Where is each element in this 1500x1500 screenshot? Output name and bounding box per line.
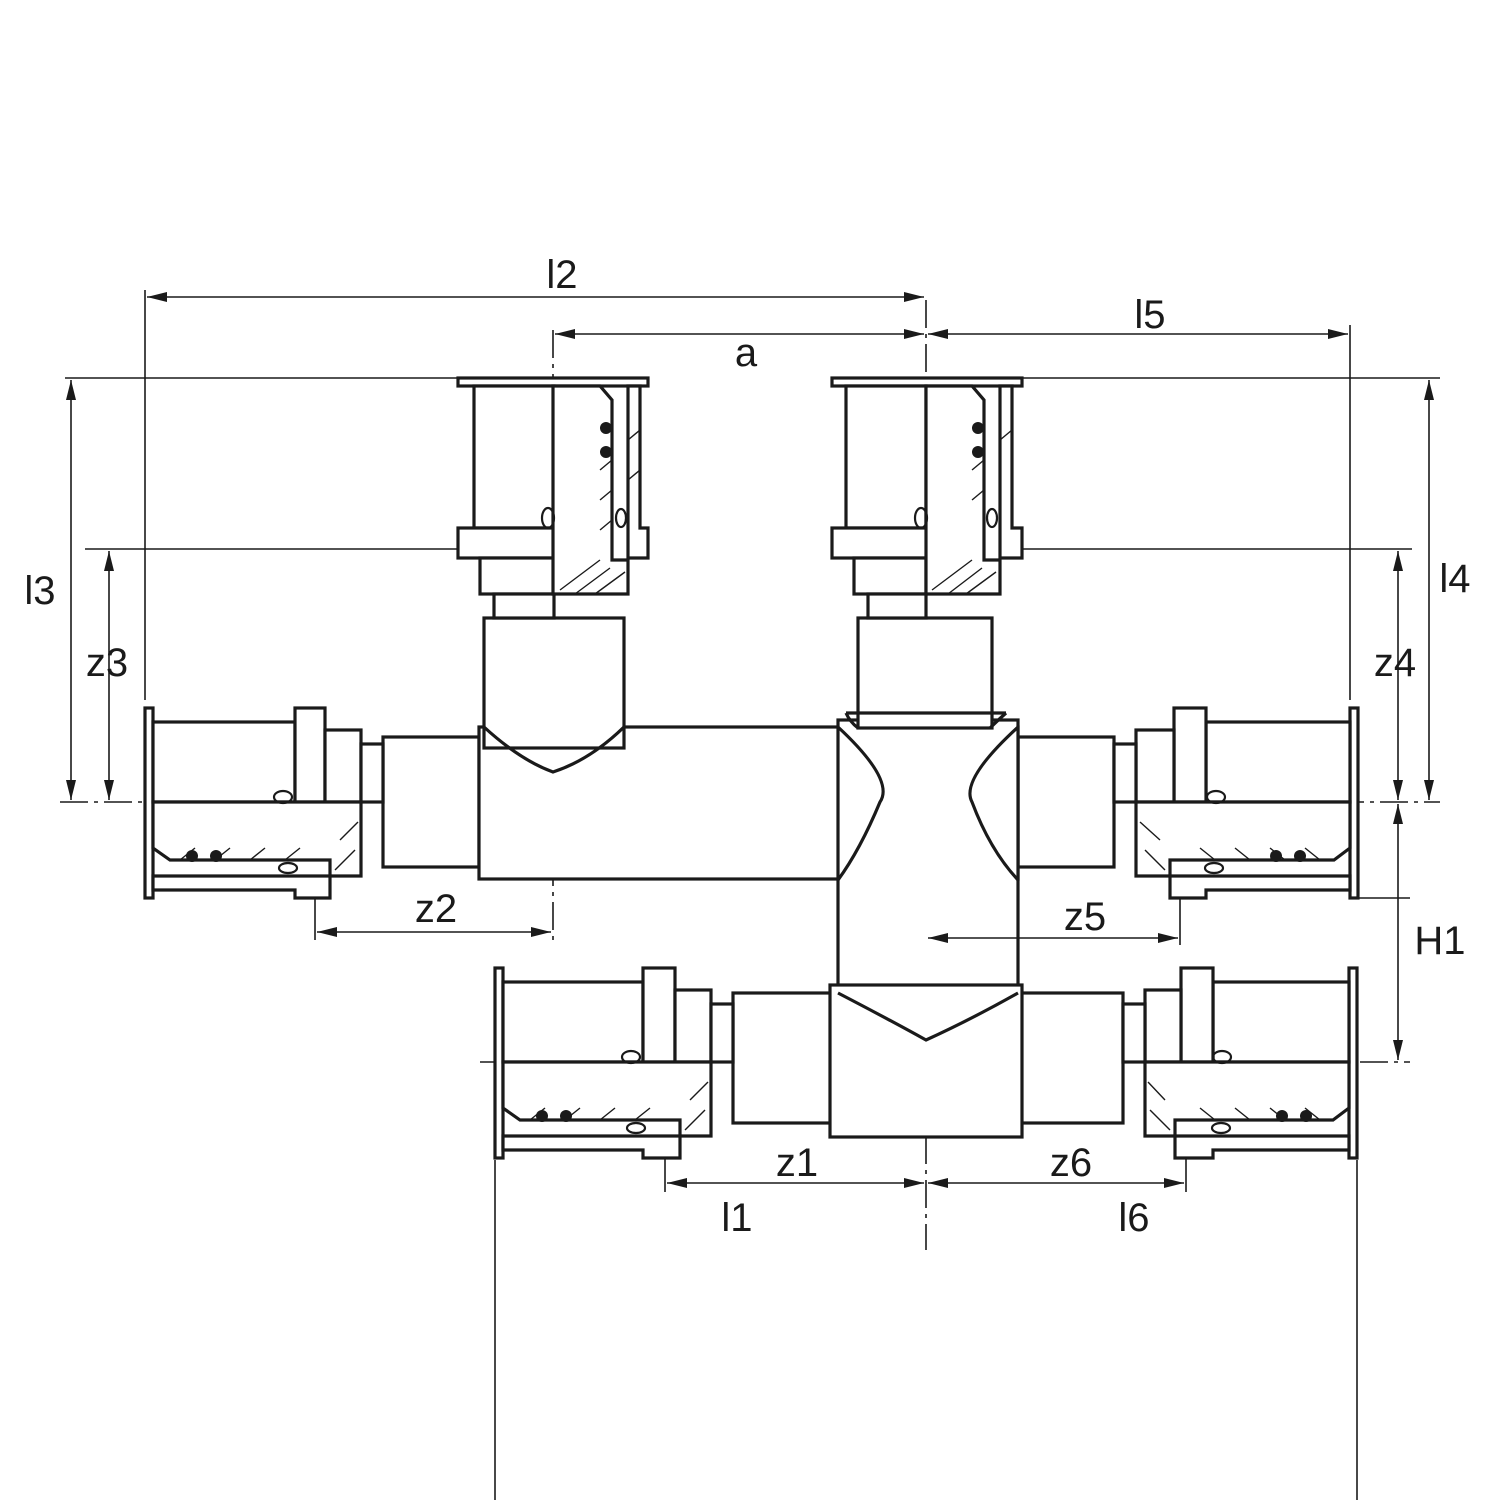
label-z1: z1 — [776, 1141, 818, 1185]
label-l1: l1 — [721, 1196, 752, 1240]
fitting-upper-left — [143, 706, 385, 900]
fitting-top-right — [830, 376, 1024, 620]
label-z6: z6 — [1050, 1141, 1092, 1185]
nut — [478, 556, 556, 596]
left-riser-body — [482, 616, 626, 750]
left-stub — [381, 735, 481, 869]
manifold-body — [381, 616, 1125, 1139]
dimension-lines — [66, 292, 1434, 1188]
label-a: a — [735, 331, 758, 375]
connector-body — [836, 718, 1020, 1002]
label-z4: z4 — [1374, 641, 1416, 685]
label-l4: l4 — [1439, 557, 1470, 601]
label-h1: H1 — [1414, 919, 1465, 963]
right-riser-body — [856, 616, 994, 730]
label-l2: l2 — [546, 253, 577, 297]
intersection-curves — [482, 711, 1020, 1042]
lower-tee-body — [828, 983, 1024, 1139]
neck — [492, 592, 556, 620]
label-l5: l5 — [1134, 293, 1165, 337]
label-z5: z5 — [1064, 895, 1106, 939]
extension-lines — [65, 290, 1440, 1500]
label-l6: l6 — [1118, 1196, 1149, 1240]
label-z2: z2 — [415, 887, 457, 931]
label-z3: z3 — [86, 641, 128, 685]
fitting-top-left — [456, 376, 650, 620]
press-sleeve — [472, 384, 556, 530]
fitting-upper-right — [1112, 706, 1360, 900]
collar — [456, 526, 556, 560]
dimension-labels: l2 a l5 l3 z3 l4 z4 H1 z2 z5 z1 z6 l1 l6 — [24, 253, 1470, 1240]
fitting-lower-right — [1121, 966, 1359, 1160]
right-stub — [1016, 735, 1116, 869]
fitting-lower-left — [493, 966, 735, 1160]
label-l3: l3 — [24, 569, 55, 613]
